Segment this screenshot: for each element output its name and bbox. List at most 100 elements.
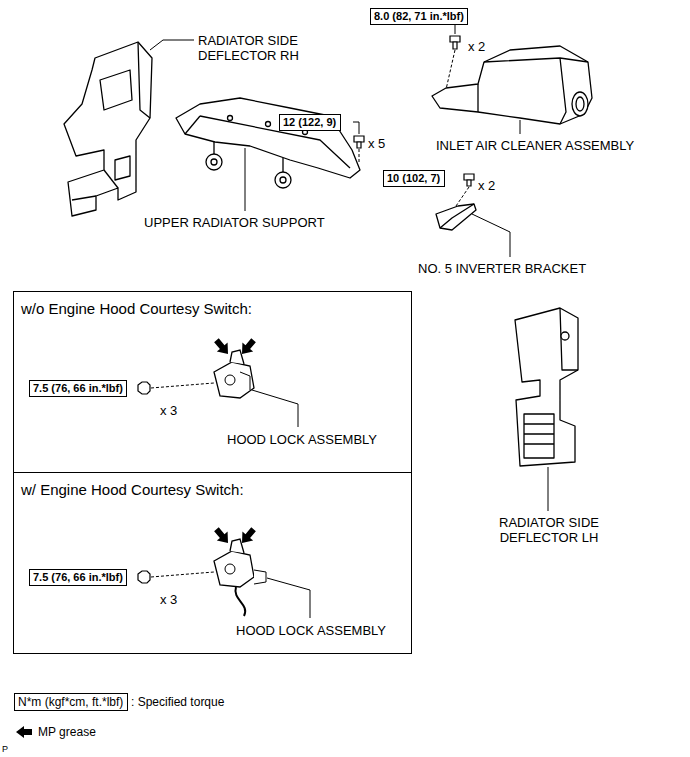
install-line: [456, 187, 469, 206]
quantity: x 3: [160, 403, 177, 418]
leader-line: [548, 467, 549, 511]
no5-inverter-bracket: [440, 204, 474, 228]
hood-lock-with-switch: [138, 571, 150, 583]
no5-inverter-bracket: [436, 204, 476, 230]
hood-lock-with-switch: [237, 525, 259, 548]
upper-radiator-support: [206, 154, 222, 170]
leader-line: [150, 40, 194, 50]
leader-line: [455, 25, 456, 34]
hood-lock-without-switch: [214, 362, 254, 398]
inlet-air-cleaner-assembly: [576, 97, 584, 111]
radiator-side-deflector-lh: [561, 332, 569, 340]
quantity: x 2: [478, 178, 495, 193]
inlet-air-cleaner-assembly: [572, 92, 588, 116]
quantity: x 5: [368, 136, 385, 151]
page-mark: P: [2, 744, 8, 755]
panel-heading: w/o Engine Hood Courtesy Switch:: [14, 292, 411, 317]
torque-value: 8.0 (82, 71 in.*lbf): [374, 10, 464, 23]
hood-lock-with-switch: [230, 539, 244, 553]
hood-lock-without-switch: [252, 390, 298, 427]
grease-arrow-symbol: [16, 726, 32, 738]
radiator-side-deflector-rh: [64, 42, 152, 216]
inlet-air-cleaner-assembly: [477, 84, 478, 112]
bolt: [354, 136, 364, 148]
radiator-side-deflector-rh: [100, 70, 132, 110]
radiator-side-deflector-lh: [515, 308, 578, 466]
quantity: x 2: [468, 39, 485, 54]
hood-lock-with-switch: [211, 525, 233, 548]
hood-lock-with-switch: [235, 587, 245, 616]
no5-inverter-bracket: [436, 204, 476, 230]
upper-radiator-support: [213, 142, 214, 154]
radiator-side-deflector-lh: [515, 308, 578, 466]
hood-lock-with-switch: [151, 572, 214, 577]
bolt: [464, 174, 474, 180]
torque-spec: 8.0 (82, 71 in.*lbf): [370, 8, 468, 25]
legend-text: MP grease: [38, 725, 96, 739]
radiator-side-deflector-rh: [72, 196, 96, 200]
torque-value: 7.5 (76, 66 in.*lbf): [33, 571, 123, 584]
bolt: [464, 174, 474, 186]
panel-heading: w/ Engine Hood Courtesy Switch:: [14, 473, 411, 498]
upper-radiator-support: [176, 98, 360, 188]
hood-lock-without-switch: [211, 336, 233, 359]
quantity: x 3: [160, 592, 177, 607]
part-name: HOOD LOCK ASSEMBLY: [227, 432, 377, 447]
install-line: [359, 149, 360, 162]
radiator-side-deflector-rh: [64, 42, 152, 216]
bolt: [357, 142, 361, 148]
part-name: RADIATOR SIDE DEFLECTOR RH: [198, 33, 318, 63]
part-name: RADIATOR SIDE DEFLECTOR LH: [493, 515, 605, 545]
legend-torque-box: N*m (kgf*cm, ft.*lbf): [14, 693, 128, 711]
upper-radiator-support: [275, 172, 291, 188]
radiator-side-deflector-lh: [560, 308, 578, 370]
hood-lock-without-switch: [138, 382, 150, 394]
upper-radiator-support: [185, 116, 200, 134]
upper-radiator-support: [200, 116, 350, 168]
hood-lock-without-switch: [240, 372, 250, 390]
upper-radiator-support: [266, 122, 271, 127]
leader-line: [353, 122, 359, 134]
hood-lock-with-switch: [138, 525, 310, 618]
inlet-air-cleaner-assembly: [560, 58, 566, 124]
upper-radiator-support: [280, 177, 286, 183]
torque-value: 10 (102, 7): [387, 172, 440, 185]
inlet-air-cleaner-assembly: [432, 46, 592, 124]
leader-line: [245, 148, 246, 211]
hood-lock-without-switch: [138, 336, 298, 427]
radiator-side-deflector-rh: [115, 156, 130, 180]
legend-text: : Specified torque: [131, 695, 224, 709]
hood-lock-without-switch: [225, 375, 235, 385]
radiator-side-deflector-lh: [524, 414, 554, 458]
hood-lock-with-switch: [214, 551, 254, 587]
inlet-air-cleaner-assembly: [432, 46, 592, 124]
upper-radiator-support: [211, 159, 217, 165]
hood-lock-without-switch: [237, 336, 259, 359]
bolt: [450, 36, 460, 42]
bolt: [453, 42, 457, 49]
torque-value: 12 (122, 9): [283, 116, 336, 129]
part-name: UPPER RADIATOR SUPPORT: [144, 215, 325, 230]
hood-lock-without-switch: [151, 383, 214, 388]
upper-radiator-support: [282, 158, 283, 172]
hood-lock-with-switch: [267, 578, 310, 618]
torque-spec: 7.5 (76, 66 in.*lbf): [29, 380, 127, 397]
torque-spec: 12 (122, 9): [279, 114, 341, 131]
torque-spec: 7.5 (76, 66 in.*lbf): [29, 569, 127, 586]
leader-line: [472, 214, 510, 257]
bolt: [450, 36, 460, 49]
inlet-air-cleaner-assembly: [484, 58, 588, 62]
bolt: [467, 180, 471, 186]
bolt: [354, 136, 364, 142]
upper-radiator-support: [176, 98, 360, 178]
torque-value: 7.5 (76, 66 in.*lbf): [33, 382, 123, 395]
part-name: NO. 5 INVERTER BRACKET: [418, 261, 586, 276]
leader-line: [520, 120, 521, 134]
torque-spec: 10 (102, 7): [383, 170, 445, 187]
upper-radiator-support: [228, 116, 233, 121]
hood-lock-with-switch: [225, 564, 235, 574]
part-name: HOOD LOCK ASSEMBLY: [236, 623, 386, 638]
part-name: INLET AIR CLEANER ASSEMBLY: [436, 138, 634, 153]
